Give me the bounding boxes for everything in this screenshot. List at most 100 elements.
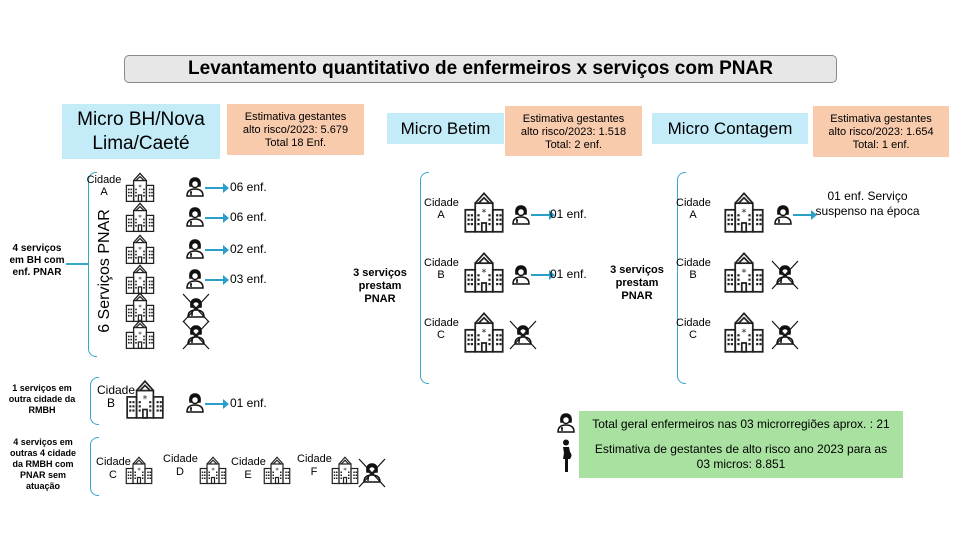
nurse-icon (186, 269, 204, 294)
arrow-icon (205, 275, 229, 285)
hospital-icon: * (124, 378, 166, 425)
svg-text:*: * (211, 466, 215, 474)
svg-text:*: * (138, 302, 142, 311)
city-label: Cidade B (424, 257, 459, 281)
brace (420, 172, 429, 384)
svg-text:*: * (138, 329, 142, 338)
city-label: Cidade C (96, 456, 131, 481)
city-label: Cidade C (424, 317, 459, 341)
svg-text:*: * (138, 274, 142, 283)
contagem-group-label: 3 serviços prestam PNAR (610, 264, 664, 302)
nurse-icon (557, 413, 575, 438)
nurse-icon (512, 265, 530, 290)
city-label: Cidade D (163, 453, 198, 478)
nurse-count: 01 enf. (550, 267, 587, 281)
city-label: Cidade B (676, 257, 711, 281)
brace (677, 172, 686, 384)
svg-text:*: * (482, 267, 487, 278)
micro-betim-title: Micro Betim (387, 113, 504, 144)
hospital-icon: * (722, 310, 766, 359)
hospital-icon: * (124, 201, 156, 238)
hospital-icon: * (124, 318, 156, 355)
arrow-icon (793, 210, 817, 220)
brace (90, 437, 99, 496)
estimate-line: Estimativa gestantes (830, 113, 932, 125)
nurse-icon (186, 393, 204, 418)
estimate-line: Total 18 Enf. (264, 137, 327, 149)
city-label: Cidade A (86, 174, 122, 198)
hospital-icon: * (722, 250, 766, 299)
nurse-count: 01 enf. (230, 396, 267, 410)
summary-box: Total geral enfermeiros nas 03 microrreg… (579, 411, 903, 478)
no-nurse-icon (509, 320, 537, 355)
svg-text:*: * (742, 267, 747, 278)
nurse-icon (774, 205, 792, 230)
no-nurse-icon (182, 320, 210, 355)
pregnant-woman-icon (559, 439, 573, 478)
hospital-icon: * (330, 455, 360, 490)
hospital-icon: * (462, 250, 506, 299)
nurse-count: 03 enf. (230, 272, 267, 286)
estimate-line: alto risco/2023: 5.679 (242, 124, 349, 136)
city-label: Cidade A (676, 197, 711, 221)
estimate-line: alto risco/2023: 1.518 (520, 126, 627, 138)
svg-text:*: * (343, 466, 347, 474)
arrow-icon (531, 210, 555, 220)
summary-total: Total geral enfermeiros nas 03 microrreg… (592, 417, 890, 431)
svg-text:*: * (742, 327, 747, 338)
svg-text:*: * (138, 182, 142, 191)
svg-text:*: * (138, 244, 142, 253)
city-label: Cidade C (676, 317, 711, 341)
page-title: Levantamento quantitativo de enfermeiros… (124, 55, 837, 83)
group2-label: 1 serviços em outra cidade da RMBH (8, 383, 76, 415)
no-nurse-icon (771, 260, 799, 295)
estimate-line: Estimativa gestantes (522, 113, 625, 125)
arrow-icon (205, 183, 229, 193)
nurse-count: 06 enf. (230, 210, 267, 224)
hospital-icon: * (124, 291, 156, 328)
brace (88, 172, 97, 357)
hospital-icon: * (462, 310, 506, 359)
no-nurse-icon (182, 293, 210, 328)
micro-contagem-title: Micro Contagem (652, 113, 808, 144)
svg-text:*: * (275, 466, 279, 474)
city-label: Cidade F (297, 453, 332, 478)
bh-group-label: 4 serviços em BH com enf. PNAR (8, 243, 66, 279)
hospital-icon: * (198, 455, 228, 490)
nurse-icon (186, 177, 204, 202)
hospital-icon: * (462, 190, 506, 239)
nurse-count: 01 enf. (550, 207, 587, 221)
betim-group-label: 3 serviços prestam PNAR (353, 267, 407, 305)
hospital-icon: * (262, 455, 292, 490)
city-label: Cidade B (97, 383, 136, 410)
svg-text:*: * (482, 207, 487, 218)
contagem-count-a: 01 enf. Serviço suspenso na época (815, 189, 920, 218)
no-nurse-icon (358, 458, 386, 493)
nurse-count: 02 enf. (230, 242, 267, 256)
arrow-icon (205, 213, 229, 223)
services-label: 6 Serviços PNAR (96, 209, 113, 333)
estimate-line: Estimativa gestantes (244, 111, 347, 123)
estimate-line: alto risco/2023: 1.654 (828, 126, 934, 138)
brace (90, 377, 99, 425)
arrow-icon (205, 245, 229, 255)
hospital-icon: * (722, 190, 766, 239)
nurse-count: 06 enf. (230, 180, 267, 194)
svg-text:*: * (742, 207, 747, 218)
hospital-icon: * (124, 233, 156, 270)
group3-label: 4 serviços em outras 4 cidade da RMBH co… (9, 437, 77, 491)
no-nurse-icon (771, 320, 799, 355)
arrow-icon (531, 270, 555, 280)
micro-bh-title: Micro BH/Nova Lima/Caeté (62, 104, 220, 159)
svg-text:*: * (137, 466, 141, 474)
hospital-icon: * (124, 171, 156, 208)
nurse-icon (186, 239, 204, 264)
svg-text:*: * (143, 394, 148, 405)
city-label: Cidade E (231, 456, 266, 481)
estimate-line: Total: 2 enf. (545, 139, 602, 151)
nurse-icon (512, 205, 530, 230)
